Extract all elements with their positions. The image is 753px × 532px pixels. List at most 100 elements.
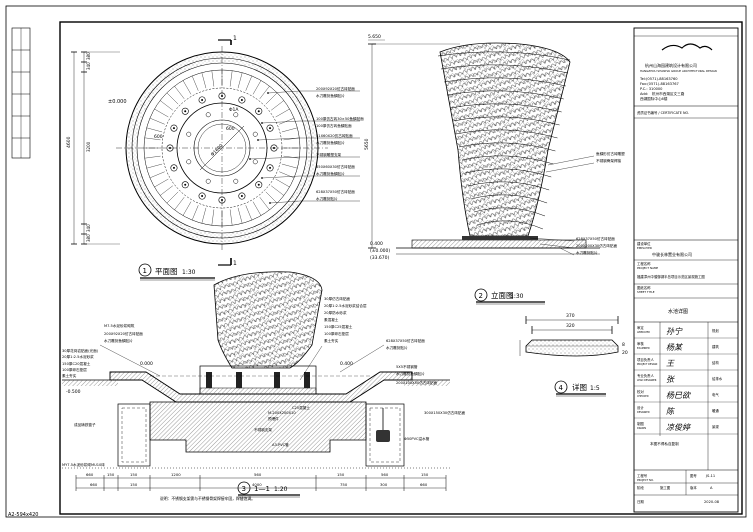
plan-material-label: 不锈钢雕塑支架 — [316, 152, 342, 157]
section-dim: 660 — [420, 482, 428, 487]
plan-material-label: 650X60X30仿古砖贴面 — [316, 164, 355, 169]
tb-role-en: DESIGNED — [637, 411, 650, 414]
fountain-nozzle-icon — [266, 124, 274, 132]
tb-signature: 孙宁 — [666, 327, 683, 336]
fountain-nozzle-icon — [170, 164, 178, 172]
section-left-label: 200X92X20仿古砖贴面 — [104, 331, 143, 336]
section-view: 0.000 0.400 -0.500 M7.5水泥砂浆砌筑200X92X20仿古… — [62, 271, 466, 501]
tb-role-label: 校对 — [637, 389, 644, 394]
tb-signature: 凉俊婷 — [666, 423, 692, 432]
tb-signature: 陈 — [666, 407, 675, 416]
section-dim: 150 — [107, 472, 115, 477]
tb-role-en: DRAWN — [637, 427, 646, 430]
elevation-material-label: 水刀雕刻贴片 — [576, 250, 598, 255]
section-right-label: 5X5不锈钢管 — [396, 364, 418, 369]
plan-material-label: 628X37X50仿古砖贴面 — [316, 189, 355, 194]
plan-material-label: 水刀雕刻鱼鳞贴片 — [316, 93, 345, 98]
plan-dim-d5: 380 — [86, 234, 91, 242]
plan-level: ±0.000 — [108, 99, 127, 105]
elevation-material-label: 628X37X50仿古砖贴面 — [576, 236, 615, 241]
fountain-nozzle-icon — [238, 192, 246, 200]
section-top-label: 30厚仿古砖贴面 — [324, 296, 351, 301]
fountain-nozzle-icon — [238, 96, 246, 104]
section-bottom-label: A3-PVC管 — [272, 442, 289, 447]
tb-discipline: 结构 — [712, 360, 719, 365]
inner-nozzle-icon — [186, 159, 192, 165]
plan-view-number: 1 — [143, 267, 147, 275]
plan-view: 1 1 Φ1600 600 600 Φ1A ±0.000 — [66, 35, 364, 281]
detail-view-scale: 1:5 — [590, 385, 600, 392]
company-address-label: Add: — [640, 92, 648, 96]
detail-dim-top: 370 — [566, 313, 575, 319]
project-no-label: 工程号 — [637, 473, 648, 478]
plan-center2-label: Φ1A — [229, 107, 239, 113]
elevation-view: 5650 5.650 0.400 (±0.000) (33.670) 鱼鳞形仿古… — [364, 34, 625, 305]
elevation-view-title: 立面图 — [491, 290, 514, 300]
inner-nozzle-icon — [252, 131, 258, 137]
section-top-label: 150厚C25混凝土 — [324, 324, 353, 329]
section-dim: 660 — [90, 482, 98, 487]
section-dim: 300 — [380, 482, 388, 487]
fountain-nozzle-icon — [255, 181, 263, 189]
company-fax: Fax:(0571)-88163767 — [640, 82, 679, 86]
tb-role-label: 审核 — [637, 341, 644, 346]
plan-material-label: 51X60X20仿古砖贴面 — [316, 133, 353, 138]
title-block: 杭州山海园建筑设计有限公司 HANGZHOU SHANHAI GROUP ARC… — [633, 27, 739, 513]
outer-frame — [5, 5, 747, 518]
tb-signature: 杨巳欲 — [666, 391, 691, 400]
drawing-no-value: JS-11 — [705, 474, 715, 478]
plan-material-label: 200X92X20仿古砖贴面 — [316, 86, 355, 91]
section-bottom-label: 说明：不锈钢支架需与不锈钢骨架焊接牢固，焊缝饱满。 — [160, 496, 255, 501]
section-right-label: 200X100X50仿古砖贴面 — [396, 380, 438, 385]
company-postcode: P.C.: 310000 — [640, 87, 663, 91]
stage-value: 施工图 — [660, 485, 671, 490]
section-left-label: 20厚1:2.5水泥砂浆 — [62, 354, 94, 359]
plan-dim-d4: 340 — [86, 224, 91, 232]
tb-signature: 张 — [666, 375, 675, 384]
project-label-en: PROJECT NAME — [637, 266, 658, 270]
section-bottom-label: 成品铸铁篦子 — [74, 422, 96, 427]
detail-view-title: 详图 — [572, 382, 587, 392]
tb-role-label: 项目负责人 — [637, 357, 655, 362]
tb-role-en: LEAD DESIGNER — [637, 379, 657, 382]
fountain-nozzle-icon — [181, 181, 189, 189]
section-dim: 1200 — [171, 472, 181, 477]
section-dim: 560 — [381, 472, 389, 477]
section-dim: 750 — [340, 482, 348, 487]
company-address: 杭州市西湖区文三路 — [652, 91, 685, 96]
construction-label: 建设单位 — [637, 241, 651, 246]
section-level-1: 0.400 — [340, 361, 353, 367]
section-left-label: 水刀雕刻鱼鳞贴片 — [104, 338, 133, 343]
tb-role-en: EXAMINED — [637, 347, 650, 350]
plan-inner-label: 600 — [226, 126, 235, 132]
elevation-top-level: 5.650 — [368, 34, 381, 40]
cert-label: 资质证书编号 / CERTIFICATE NO. — [637, 110, 689, 115]
section-bottom-label: MY7.5水泥砂浆砌MU10砖 — [62, 462, 105, 467]
tb-role-label: 制图 — [637, 421, 644, 426]
plan-dim-d2: 340 — [86, 62, 91, 70]
tb-notes: 本图不得私自复制 — [650, 441, 679, 446]
section-left-label: 30厚花岗岩贴面(光面) — [62, 348, 99, 353]
tb-signature: 杨某 — [666, 343, 684, 352]
stage-label: 阶段 — [637, 485, 644, 490]
detail-view: 370 320 8 20 4 详图 1:5 — [519, 313, 628, 397]
inner-nozzle-icon — [233, 178, 239, 184]
detail-dim-inner: 320 — [566, 323, 575, 329]
drawing-no-label: 图号 — [690, 473, 697, 478]
elevation-view-scale: 1:30 — [510, 293, 524, 300]
elevation-height: 5650 — [364, 138, 370, 150]
fountain-nozzle-icon — [255, 107, 263, 115]
fountain-nozzle-icon — [198, 96, 206, 104]
date-value: 2020-08 — [704, 500, 720, 504]
section-top-label: 20厚1:2.5水泥砂浆结合层 — [324, 303, 367, 308]
section-view-number: 3 — [242, 485, 246, 493]
fountain-nozzle-icon — [218, 92, 226, 100]
fountain-nozzle-icon — [166, 144, 174, 152]
section-dim: 150 — [130, 482, 138, 487]
section-top-label: 100厚碎石垫层 — [324, 331, 349, 336]
plan-inner-label-left: 600 — [154, 134, 163, 140]
construction-label-en: EMPLOYER — [637, 246, 652, 250]
company-tel: Tel:(0571)-88163760 — [639, 77, 678, 81]
elevation-material-label: 鱼鳞形仿古砖雕塑 — [596, 151, 625, 156]
detail-view-number: 4 — [559, 384, 564, 392]
